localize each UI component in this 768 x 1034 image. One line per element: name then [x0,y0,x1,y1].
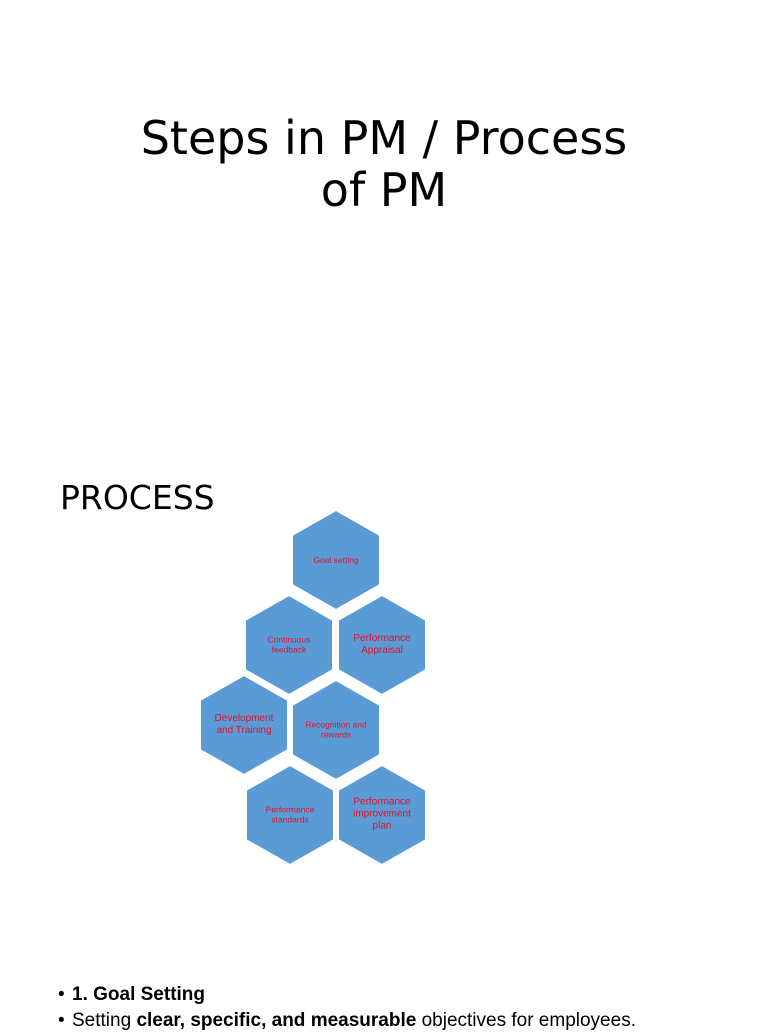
hex-label-continuous-feedback: Continuous feedback [267,634,311,655]
hex-label-performance-improvement: Performance improvement plan [353,796,411,833]
bullet-text-prefix: Setting [72,1010,137,1031]
bullet-text-suffix: objectives for employees. [416,1010,636,1031]
hex-label-recognition-rewards: Recognition and rewards [305,719,367,740]
slide-title-line2: of PM [320,163,448,217]
process-heading: PROCESS [60,478,215,517]
bullet-dot-icon: • [58,984,65,1005]
hex-label-development-training: Development and Training [214,712,274,736]
bullet-text-bold: clear, specific, and measurable [136,1010,417,1031]
slide-title-line1: Steps in PM / Process [140,111,628,165]
slide-title: Steps in PM / Process of PM [84,112,684,216]
hex-label-performance-appraisal: Performance Appraisal [353,632,411,656]
bullet-dot-icon: • [58,1010,65,1031]
bullet-text: 1. Goal Setting [72,984,206,1005]
hex-label-goal-setting: Goal setting [313,554,359,565]
notes-bullet-list: • 1. Goal Setting • Setting clear, specifi… [58,982,758,1034]
bullet-item-description: • Setting clear, specific, and measurable… [58,1008,758,1034]
hex-label-performance-standards: Performance standards [265,804,315,825]
bullet-item-goal-setting: • 1. Goal Setting [58,982,758,1008]
